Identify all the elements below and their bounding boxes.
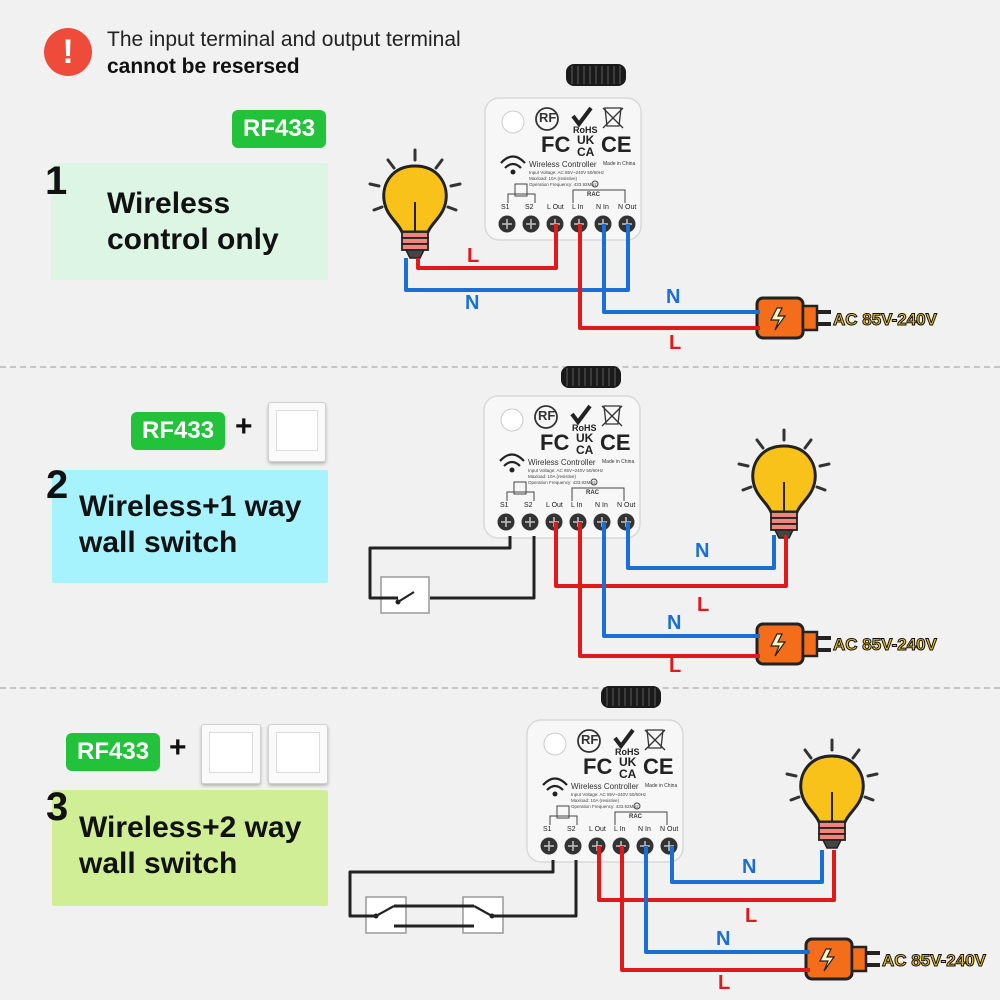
power-label: AC 85V-240V (833, 635, 938, 655)
rac-label: RAC (587, 192, 600, 198)
warning-text-line1: The input terminal and output terminal (107, 28, 461, 51)
controller-name: Wireless Controller (528, 458, 596, 467)
section-1-title-line1: Wireless (107, 187, 231, 220)
rohs-mark: RoHS (615, 747, 640, 757)
rf-mark: RF (538, 408, 556, 423)
fc-mark: FC (583, 754, 613, 779)
live-wire-label: L (669, 655, 682, 677)
neutral-wire-label: N (695, 540, 710, 562)
section-divider (0, 687, 1000, 689)
power-label: AC 85V-240V (833, 310, 938, 330)
section-3-number: 3 (46, 785, 69, 829)
neutral-wire-label: N (716, 928, 731, 950)
wall-switch-icon (201, 724, 261, 784)
rac-label: RAC (629, 814, 642, 820)
wall-switch-icon (268, 402, 326, 462)
neutral-wire-label: N (666, 286, 681, 308)
wall-switch-icon (268, 724, 328, 784)
made-in-label: Made in China (645, 783, 678, 789)
section-1-panel (51, 163, 328, 280)
antenna (600, 685, 662, 709)
controller-name: Wireless Controller (529, 160, 597, 169)
wall-switch-symbol (380, 576, 430, 614)
ce-mark: CE (643, 754, 674, 779)
section-2-title-line1: Wireless+1 way (79, 490, 302, 523)
rac-label: RAC (586, 490, 599, 496)
light-bulb-icon (785, 738, 879, 850)
section-2-number: 2 (46, 463, 69, 507)
live-wire-label: L (669, 332, 682, 354)
rf-mark: RF (581, 732, 599, 747)
neutral-wire-label: N (667, 612, 682, 634)
warning-icon: ! (44, 28, 92, 76)
plus-sign: + (169, 731, 187, 764)
rohs-mark: RoHS (572, 423, 597, 433)
fc-mark: FC (540, 430, 570, 455)
warning-text-line2: cannot be resersed (107, 55, 300, 78)
rf433-badge: RF433 (232, 110, 327, 148)
rf433-badge: RF433 (131, 412, 226, 450)
rf433-badge: RF433 (66, 733, 161, 771)
section-2-title-line2: wall switch (79, 526, 238, 559)
made-in-label: Made in China (603, 161, 636, 167)
section-3-title-line2: wall switch (79, 847, 238, 880)
live-wire-label: L (718, 972, 731, 994)
fc-mark: FC (541, 132, 571, 157)
rohs-mark: RoHS (573, 125, 598, 135)
ce-mark: CE (600, 430, 631, 455)
light-bulb-icon (368, 148, 462, 260)
plus-sign: + (235, 410, 253, 443)
light-bulb-icon (737, 428, 831, 540)
power-plug-icon (755, 622, 833, 666)
antenna (565, 63, 627, 87)
made-in-label: Made in China (602, 459, 635, 465)
section-3-title-line1: Wireless+2 way (79, 811, 302, 844)
section-1-number: 1 (45, 159, 68, 203)
power-plug-icon (755, 296, 833, 340)
antenna (560, 365, 622, 389)
controller-name: Wireless Controller (571, 782, 639, 791)
rf-mark: RF (539, 110, 557, 125)
section-2-panel (52, 470, 328, 583)
section-1-title-line2: control only (107, 223, 279, 256)
section-divider (0, 366, 1000, 368)
power-plug-icon (804, 937, 882, 981)
ce-mark: CE (601, 132, 632, 157)
section-3-panel (52, 790, 328, 906)
neutral-wire-label: N (742, 856, 757, 878)
live-wire-label: L (745, 905, 758, 927)
live-wire-label: L (697, 594, 710, 616)
power-label: AC 85V-240V (882, 951, 987, 971)
neutral-wire-label: N (465, 292, 480, 314)
live-wire-label: L (467, 245, 480, 267)
